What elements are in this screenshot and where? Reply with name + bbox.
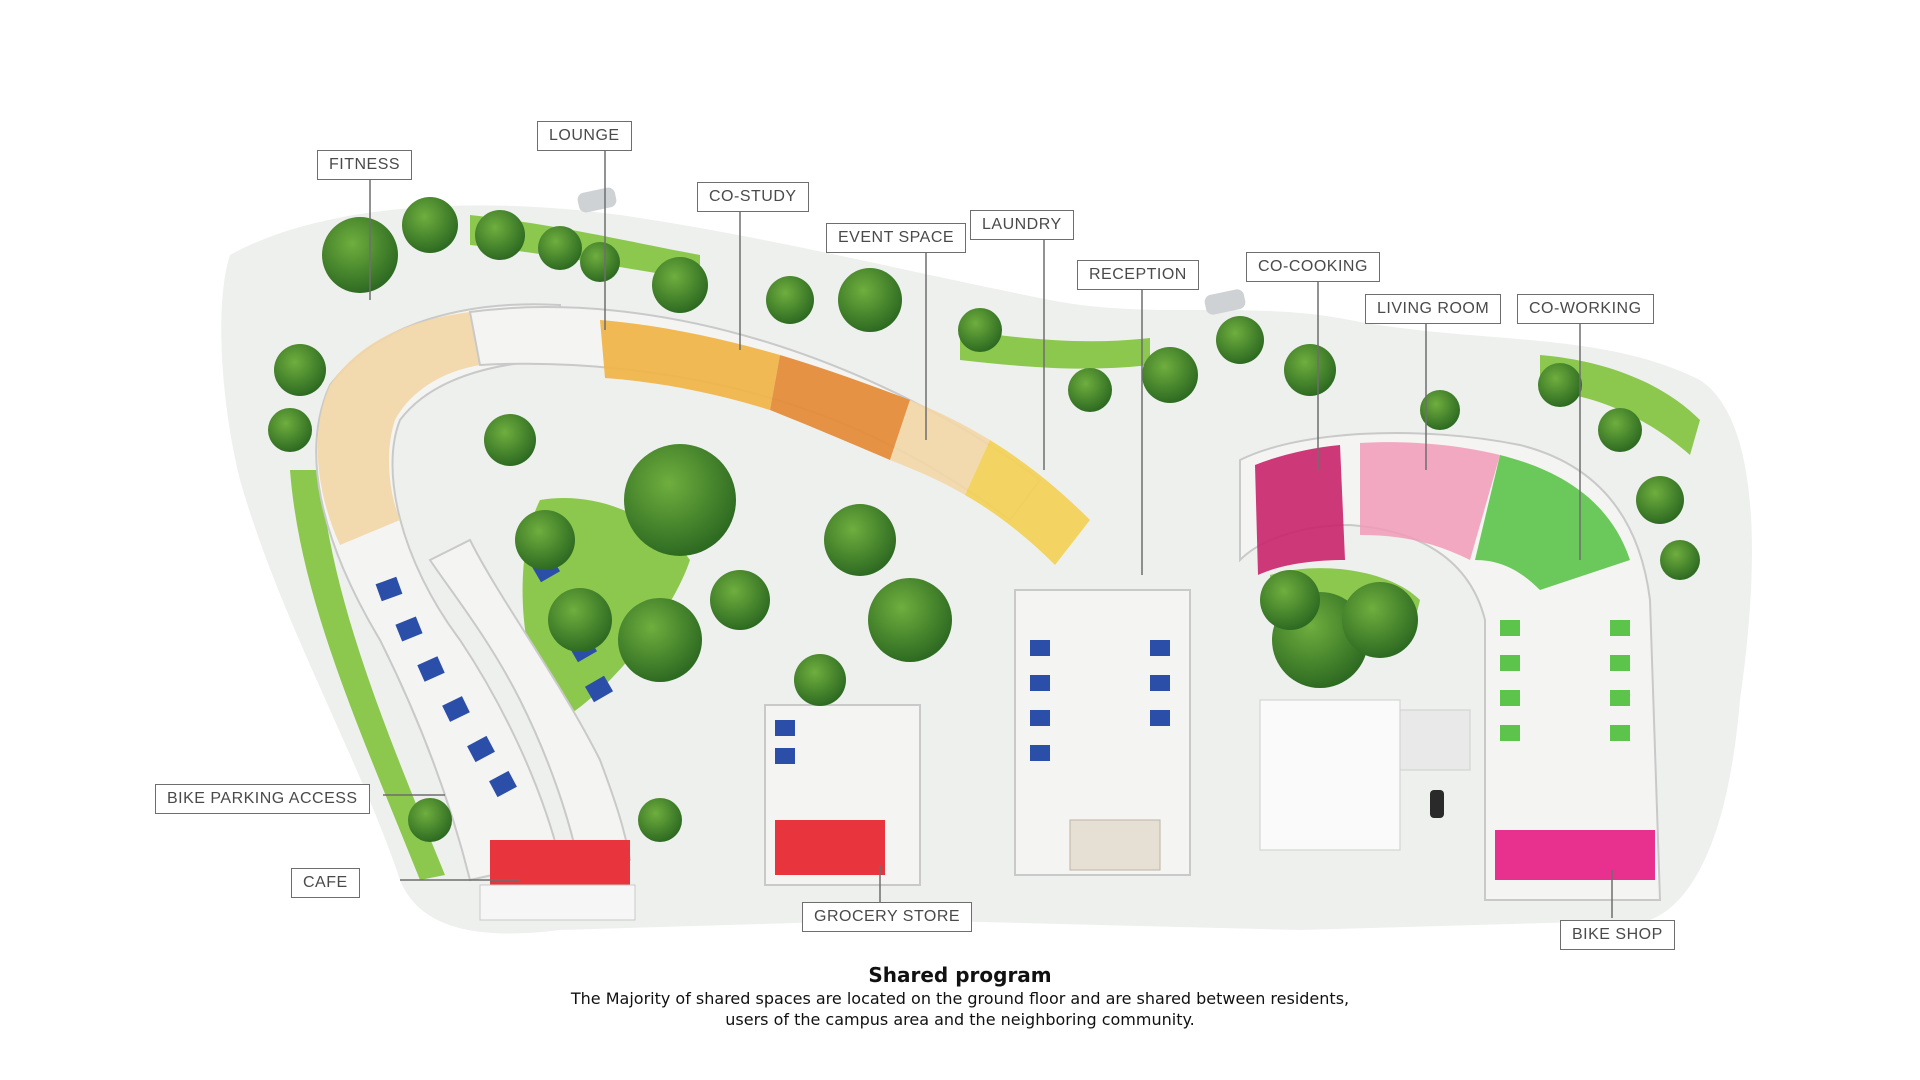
event-space-zone [770,355,910,460]
bike-shop-zone [1495,830,1655,880]
co-working-zone [1475,455,1630,590]
grocery-bedrooms [775,720,795,764]
central-bedrooms [1030,640,1170,761]
cafe-building-base [479,884,636,921]
label-fitness: FITNESS [317,150,413,180]
vehicle [1204,289,1246,315]
grocery-store-zone [775,820,885,875]
label-co-working: CO-WORKING [1517,294,1654,324]
label-lounge: LOUNGE [537,121,632,151]
vehicle [577,187,617,213]
east-wing-bedrooms [1500,620,1630,741]
caption-line-2: users of the campus area and the neighbo… [725,1010,1195,1029]
label-co-study: CO-STUDY [697,182,809,212]
label-bike-shop: BIKE SHOP [1560,920,1675,950]
label-living-room: LIVING ROOM [1365,294,1502,324]
label-cafe: CAFE [291,868,360,898]
co-study-zone [600,320,780,410]
label-co-cooking: CO-COOKING [1246,252,1380,282]
laundry-zone [890,400,990,495]
caption: Shared program The Majority of shared sp… [0,962,1920,1030]
label-grocery-store: GROCERY STORE [802,902,973,932]
reception-zone [965,440,1090,565]
parked-car [1430,790,1444,818]
cafe-zone [490,840,630,890]
label-event-space: EVENT SPACE [826,223,967,253]
entrance-stairs [1399,709,1471,771]
label-reception: RECEPTION [1077,260,1199,290]
label-laundry: LAUNDRY [970,210,1074,240]
central-lobby [1069,819,1161,871]
caption-title: Shared program [868,963,1052,987]
caption-line-1: The Majority of shared spaces are locate… [570,989,1350,1008]
fitness-zone [317,312,480,545]
parking-plaza [1259,699,1401,851]
trees [268,197,1700,842]
leader-lines [369,150,1613,918]
living-room-zone [1360,442,1500,560]
label-bike-parking-access: BIKE PARKING ACCESS [155,784,370,814]
co-cooking-zone [1255,445,1345,575]
